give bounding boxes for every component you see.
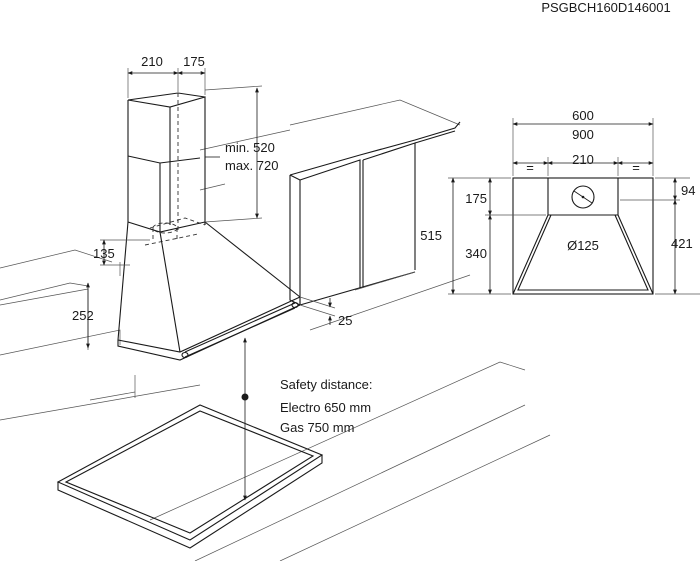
chimney-to-canopy-label: 135: [93, 246, 115, 261]
top-right-421: 421: [671, 236, 693, 251]
chimney-height-max-label: max. 720: [225, 158, 278, 173]
safety-gas: Gas 750 mm: [280, 420, 354, 435]
hood-dimensions: [86, 68, 336, 501]
top-equal-left: =: [526, 160, 534, 175]
chimney-width-label: 210: [141, 54, 163, 69]
canopy-front-label: 25: [338, 313, 352, 328]
top-depth-back: 175: [465, 191, 487, 206]
safety-title: Safety distance:: [280, 377, 373, 392]
top-chimney-width: 210: [572, 152, 594, 167]
kitchen-background: [0, 99, 551, 561]
top-equal-right: =: [632, 160, 640, 175]
top-right-94: 94: [681, 183, 695, 198]
top-width-600: 600: [572, 108, 594, 123]
top-depth-front: 340: [465, 246, 487, 261]
model-code: PSGBCH160D146001: [541, 0, 670, 15]
top-width-900: 900: [572, 127, 594, 142]
wall-gap-label: 252: [72, 308, 94, 323]
cooker-hood: [117, 92, 301, 361]
top-depth-total: 515: [420, 228, 442, 243]
chimney-depth-label: 175: [183, 54, 205, 69]
top-outlet-diameter: Ø125: [567, 238, 599, 253]
top-view: [448, 118, 700, 295]
chimney-height-min-label: min. 520: [225, 140, 275, 155]
safety-electro: Electro 650 mm: [280, 400, 371, 415]
